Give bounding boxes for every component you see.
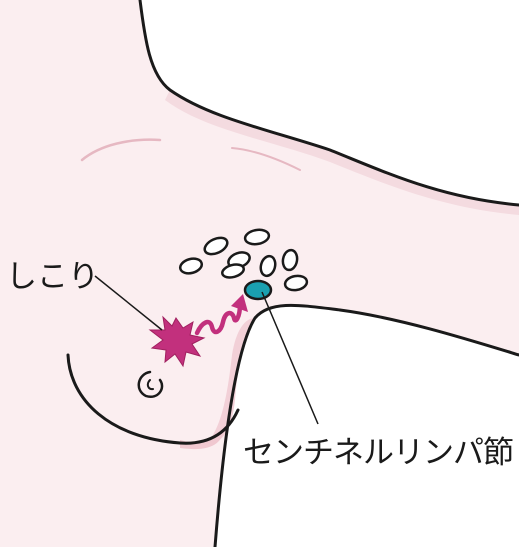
sentinel-node-icon <box>245 281 271 299</box>
lump-label: しこり <box>6 251 99 296</box>
node-leader-line <box>262 292 318 424</box>
sentinel-node-label: センチネルリンパ節 <box>243 427 513 472</box>
